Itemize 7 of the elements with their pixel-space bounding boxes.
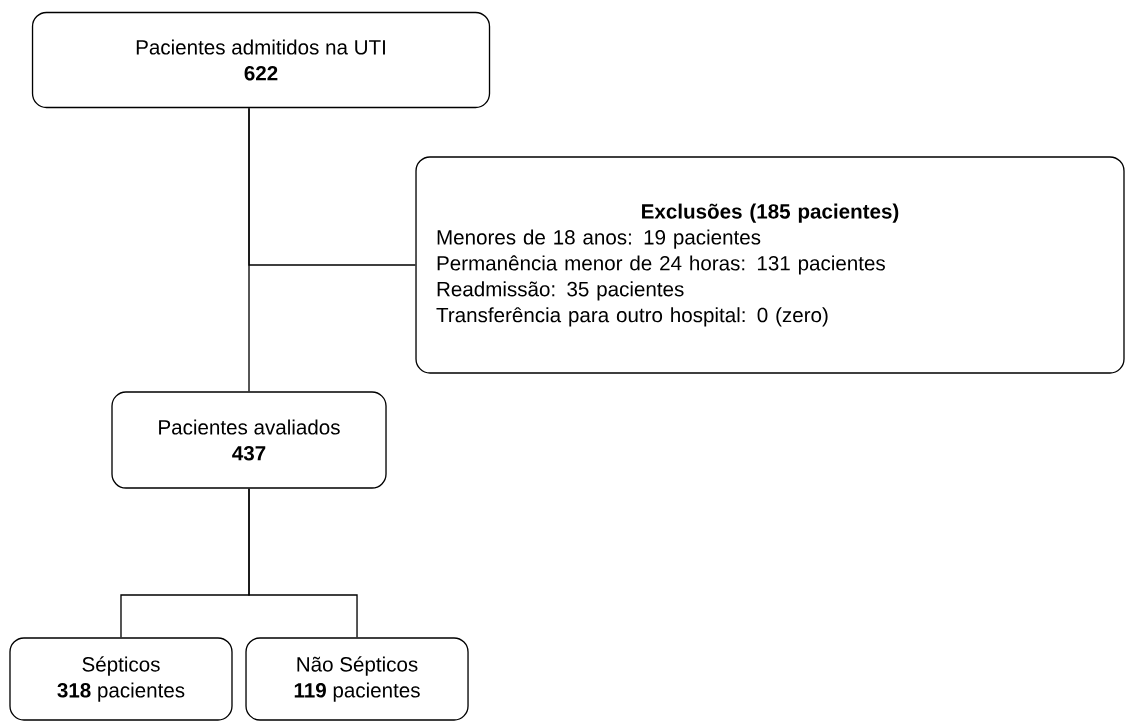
process-box: Pacientes avaliados 437 (111, 391, 387, 489)
exclusion-box: Exclusões (185 pacientes) Menores de 18 anos: 19 pacientes Permanência menor de 24 horas: 131 pacientes Readmissão: 35 pacientes Transferência para outro hospital: 0 (zero) (415, 156, 1125, 374)
connector-line (248, 488, 358, 638)
process-box: Sépticos 318 pacientes (9, 637, 233, 721)
process-box: Pacientes admitidos na UTI 622 (31, 11, 491, 109)
process-box: Não Sépticos 119 pacientes (245, 637, 469, 721)
connector-line (248, 107, 417, 266)
